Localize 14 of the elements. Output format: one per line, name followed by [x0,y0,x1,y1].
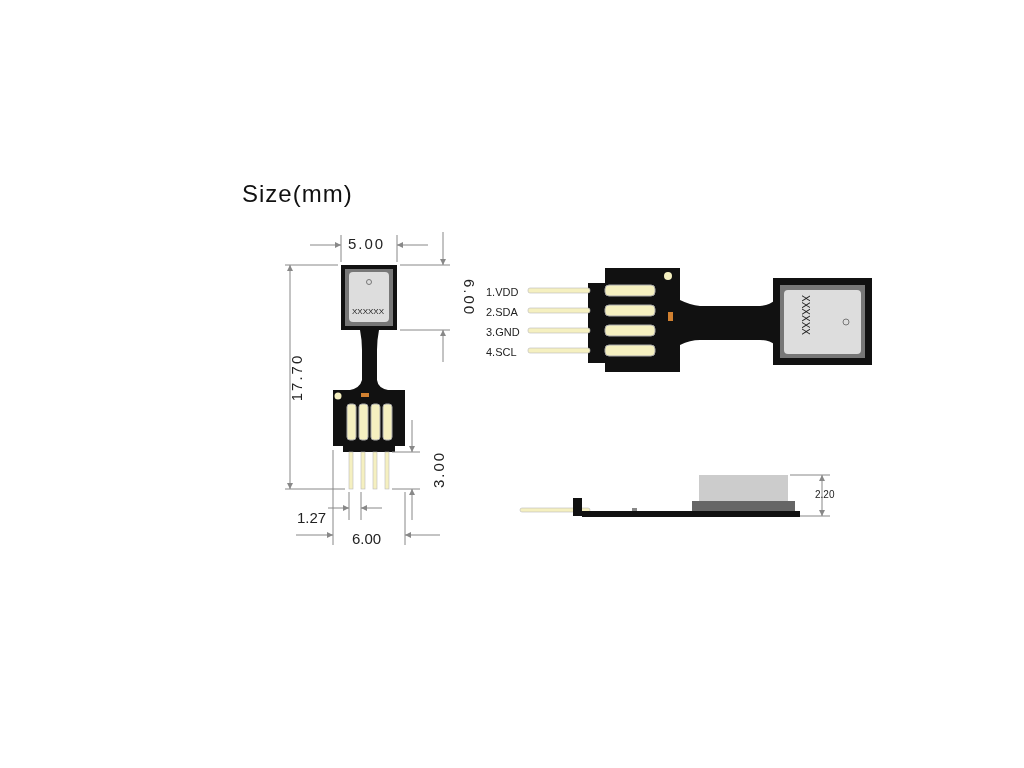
drawing-title: Size(mm) [242,180,353,208]
dimension-value: 6.00 [352,531,382,546]
dimension-value: 3.00 [431,450,447,489]
chip-marking: XXXXXX [352,308,384,316]
dimension-value: 5.00 [348,236,386,251]
chip-marking: XXXXXX [800,295,810,335]
dimension-value: 1.27 [297,510,327,525]
pin-label: 3.GND [486,327,520,338]
pin-label: 2.SDA [486,307,518,318]
dimension-value: 2.20 [815,490,835,500]
dimension-value: 6.00 [462,278,478,317]
pin-label: 4.SCL [486,347,517,358]
dimension-value: 17.70 [289,353,305,402]
pin-label: 1.VDD [486,287,519,298]
